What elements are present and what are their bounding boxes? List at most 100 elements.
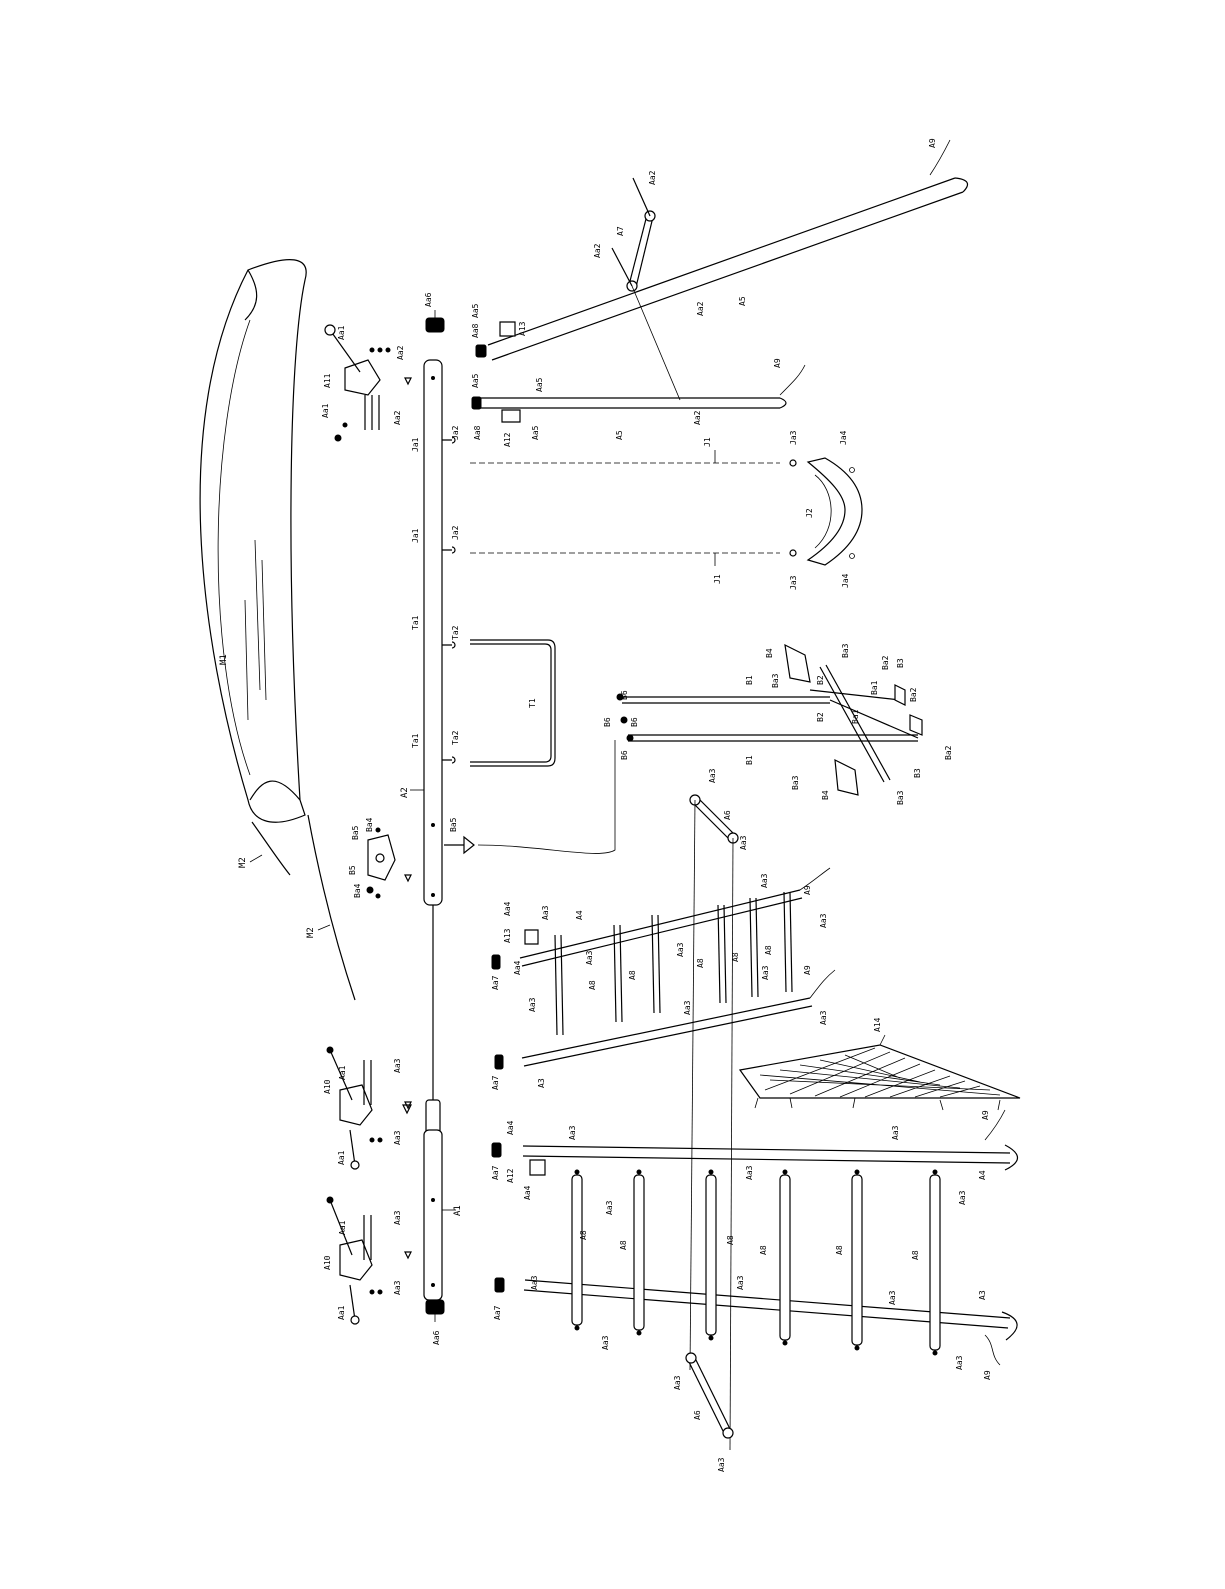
label-aa3-a6l-a: Aa3	[673, 1375, 682, 1390]
end-cap-bottom-aa6: Aa6	[425, 1299, 445, 1345]
label-aa3-u9: Aa3	[761, 965, 770, 980]
label-ja4-b: Ja4	[841, 573, 850, 588]
label-aa3-u7: Aa3	[819, 913, 828, 928]
label-a2: A2	[400, 787, 410, 798]
label-aa3-u8: Aa3	[819, 1010, 828, 1025]
label-aa5-a: Aa5	[531, 425, 540, 440]
label-b6-b: B6	[630, 717, 639, 727]
label-b1-b: B1	[745, 755, 754, 765]
ladder-upper-a3: A3 Aa7 A9	[491, 965, 836, 1090]
label-m2-b: M2	[306, 927, 316, 938]
label-aa2-a11-a: Aa2	[396, 345, 405, 360]
label-a8-u3: A8	[696, 958, 705, 968]
label-m1: M1	[219, 654, 229, 665]
label-aa3-u6: Aa3	[760, 873, 769, 888]
brace-a7: A7 Aa2 Aa2	[593, 170, 681, 401]
label-a8-u4: A8	[731, 952, 740, 962]
label-b4-a: B4	[765, 648, 774, 658]
label-a8-u2: A8	[628, 970, 637, 980]
label-ja2-b: Ja2	[451, 525, 460, 540]
ladder-upper-a4: A4 A13 Aa4 Aa4 Aa7 A9	[491, 867, 831, 990]
label-ta2-a: Ta2	[451, 625, 460, 640]
label-aa1-a10l-b: Aa1	[337, 1305, 346, 1320]
label-a14: A14	[873, 1017, 882, 1032]
label-a10-upper: A10	[323, 1079, 332, 1094]
end-cap-top-aa6: Aa6	[424, 292, 445, 333]
label-ta1-b: Ta1	[411, 733, 420, 748]
label-ta2-b: Ta2	[451, 730, 460, 745]
label-aa2-a5: Aa2	[693, 410, 702, 425]
label-b3-a: B3	[896, 658, 905, 668]
label-ta1-a: Ta1	[411, 615, 420, 630]
label-aa7-upper-b: Aa7	[491, 1075, 500, 1090]
label-a8-l2: A8	[619, 1240, 628, 1250]
label-aa1-a10u-a: Aa1	[338, 1065, 347, 1080]
beam-hooks: Ja1 Ja1 Ta1 Ta1 Ja2 Ja2 Ta2 Ta2	[411, 425, 460, 764]
label-ja4-a: Ja4	[839, 430, 848, 445]
label-aa3-l10: Aa3	[955, 1355, 964, 1370]
label-aa8-right: Aa8	[471, 323, 480, 338]
glider-b: B1 B1 B2 B2 B3 B3 B4 B4 B6 B6 B6 B6 Ba1 …	[603, 643, 953, 805]
label-a8-l6: A8	[911, 1250, 920, 1260]
bracket-a11: Aa1 A11 Aa2 Aa2 Aa1	[321, 324, 412, 442]
label-ba3-b: Ba3	[771, 673, 780, 688]
label-b2-b: B2	[816, 712, 825, 722]
label-ba3-d: Ba3	[896, 790, 905, 805]
label-aa3-a10u-b: Aa3	[393, 1130, 402, 1145]
label-ba4-b5-b: Ba4	[353, 883, 362, 898]
label-aa3-a10u-a: Aa3	[393, 1058, 402, 1073]
label-aa6-top: Aa6	[424, 292, 433, 307]
label-aa7-lower-b: Aa7	[493, 1305, 502, 1320]
label-ja3-a: Ja3	[789, 430, 798, 445]
label-aa3-l5: Aa3	[736, 1275, 745, 1290]
label-a12-ladder: A12	[506, 1168, 515, 1183]
label-aa2-a7a: Aa2	[648, 170, 657, 185]
label-a9-a3u: A9	[803, 965, 812, 975]
label-ba5-b5: Ba5	[351, 825, 360, 840]
insert-arrows	[402, 1104, 412, 1115]
label-a8-u1: A8	[588, 980, 597, 990]
label-a9-a5right: A9	[928, 138, 937, 148]
label-aa4-a: Aa4	[503, 901, 512, 916]
label-aa3-l6: Aa3	[745, 1165, 754, 1180]
label-ja2-a: Ja2	[451, 425, 460, 440]
swing-seat-j2: J2 Ja3 Ja3 Ja4 Ja4	[789, 430, 863, 590]
label-aa4-d: Aa4	[523, 1185, 532, 1200]
label-a12-top: A12	[503, 432, 512, 447]
label-aa3-u1: Aa3	[528, 997, 537, 1012]
label-ba2-b: Ba2	[909, 687, 918, 702]
top-beam-a2: A2	[400, 359, 443, 1136]
chain-j1-lower: J1	[470, 552, 780, 584]
label-aa3-l8: Aa3	[958, 1190, 967, 1205]
label-b6-d: B6	[620, 750, 629, 760]
label-a3-lower: A3	[978, 1290, 987, 1300]
ladder-lower-a4: A4 A12 Aa4 Aa4 Aa7 A9	[491, 1109, 1019, 1200]
label-j2: J2	[805, 508, 814, 518]
label-a5-right: A5	[738, 296, 747, 306]
label-a1: A1	[453, 1205, 463, 1216]
label-aa7-lower-a: Aa7	[491, 1165, 500, 1180]
label-aa1-a11-b: Aa1	[321, 403, 330, 418]
brace-a6-lower: A6 Aa3 Aa3	[673, 1352, 734, 1472]
label-a8-l3: A8	[726, 1235, 735, 1245]
chain-j1-upper: J1	[470, 437, 780, 464]
label-m2-a: M2	[238, 857, 248, 868]
bracket-b5: Ba5 Ba4 B5 Ba4	[348, 817, 412, 899]
label-aa8-left: Aa8	[473, 425, 482, 440]
label-a11: A11	[323, 373, 332, 388]
leg-a5-left: A5 A12 Aa8 Aa5 Aa5 Aa5 Aa2 A9	[471, 358, 806, 447]
label-aa1-a11: Aa1	[337, 325, 346, 340]
label-aa3-a6u-b: Aa3	[739, 835, 748, 850]
label-ba3-c: Ba3	[791, 775, 800, 790]
bracket-a10-upper: Aa1 A10 Aa3 Aa3 Aa1	[323, 1046, 412, 1170]
label-b5: B5	[348, 865, 357, 875]
label-a8-l1: A8	[579, 1230, 588, 1240]
label-aa3-a6u-a: Aa3	[708, 768, 717, 783]
label-aa3-l7: Aa3	[891, 1125, 900, 1140]
canopy-m1: M1	[199, 259, 307, 823]
hanger-ba5: Ba5	[444, 740, 616, 855]
label-aa3-l3: Aa3	[601, 1335, 610, 1350]
label-a5-left: A5	[615, 430, 624, 440]
